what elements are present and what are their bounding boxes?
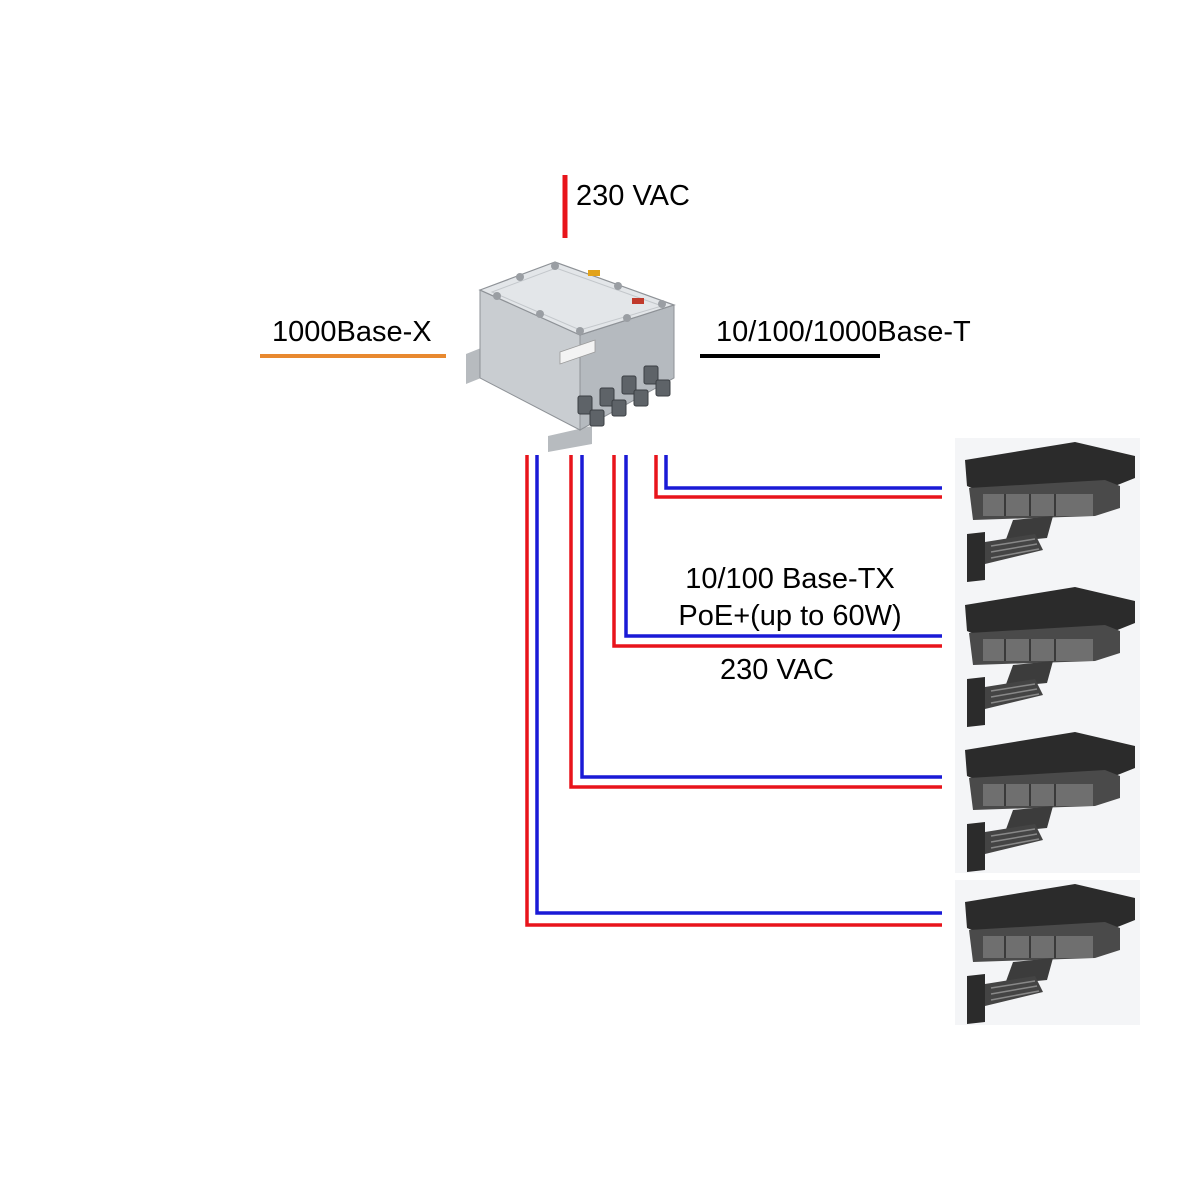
camera-4-power-cable [525,455,942,927]
camera-3-data-cable [580,455,942,779]
power-input-label: 230 VAC [576,180,690,212]
camera-4-data-cable [535,455,942,915]
explosion-proof-enclosure-icon [466,261,676,452]
cctv-camera-housing-icon [965,884,1135,1024]
cctv-camera-housing-icon [965,732,1135,872]
camera-1-power-cable [654,455,942,499]
fiber-uplink-label: 1000Base-X [272,316,432,348]
camera-power-label: 230 VAC [720,654,834,686]
copper-uplink-label: 10/100/1000Base-T [716,316,971,348]
poe-power-label: PoE+(up to 60W) [678,600,902,632]
cctv-camera-housing-icon [965,442,1135,582]
camera-3-power-cable [569,455,942,789]
poe-port-label: 10/100 Base-TX [685,563,895,595]
camera-2-power-cable [612,455,942,648]
camera-2-data-cable [624,455,942,638]
cctv-camera-housing-icon [965,587,1135,727]
camera-1-data-cable [664,455,942,490]
